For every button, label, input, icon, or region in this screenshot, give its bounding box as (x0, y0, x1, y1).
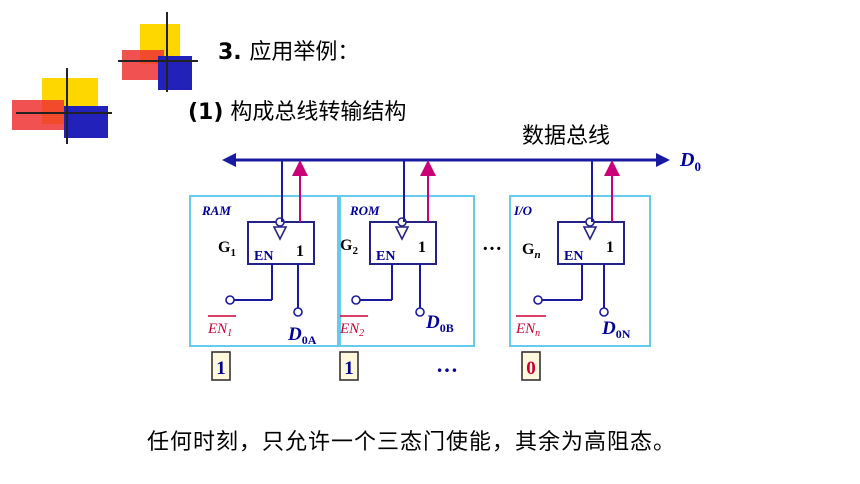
unit-ram: RAM EN 1 G1 EN1 D0A 1 (189, 160, 341, 381)
bus-label: 数据总线 (522, 124, 611, 149)
enable-terminal (351, 295, 361, 305)
gate-logic: 1 (296, 243, 304, 260)
output-signal: D0B (425, 312, 454, 335)
ellipsis-middle: … (482, 233, 502, 255)
buffer-triangle (582, 226, 598, 241)
unit-box (509, 195, 651, 347)
subtitle-number: (1) (188, 100, 224, 125)
gate-en-label: EN (254, 249, 273, 264)
gate-logic: 1 (418, 239, 426, 256)
title-text: 应用举例： (249, 40, 360, 65)
gate-name: Gn (522, 241, 541, 261)
data-terminal (415, 307, 425, 317)
ellipsis-bottom: … (436, 352, 458, 377)
gate-name: G1 (218, 239, 236, 259)
data-terminal (599, 307, 609, 317)
en-signal: ENn (515, 321, 540, 339)
enable-terminal (225, 295, 235, 305)
unit-name: I/O (513, 203, 533, 218)
unit-io: I/O EN 1 Gn ENn D0N 0 (509, 160, 651, 381)
bus-arrow-right (656, 153, 670, 167)
value-text: 0 (526, 358, 536, 379)
title-number: 3. (218, 40, 242, 65)
value-box (339, 351, 359, 381)
gate-logic: 1 (606, 239, 614, 256)
en-signal: EN2 (339, 321, 364, 339)
unit-name: RAM (201, 203, 231, 218)
gate-en-label: EN (376, 249, 395, 264)
subtitle-text: 构成总线转输结构 (230, 100, 407, 125)
page-title: 3. 应用举例： (218, 34, 359, 66)
subtitle: (1) 构成总线转输结构 (188, 94, 406, 126)
value-text: 1 (344, 358, 354, 379)
bus-signal: D0 (679, 149, 701, 174)
footer-note: 任何时刻，只允许一个三态门使能，其余为高阻态。 (147, 430, 677, 455)
value-text: 1 (216, 358, 226, 379)
enable-terminal (533, 295, 543, 305)
unit-name: ROM (349, 203, 380, 218)
data-terminal (293, 307, 303, 317)
bus-arrow-left (222, 153, 236, 167)
unit-box (189, 195, 341, 347)
value-box (521, 351, 541, 381)
gate-en-label: EN (564, 249, 583, 264)
output-signal: D0A (287, 324, 317, 347)
buffer-triangle (394, 226, 410, 241)
unit-box (337, 195, 475, 347)
gate-name: G2 (340, 237, 358, 257)
output-signal: D0N (601, 318, 631, 341)
buffer-triangle (272, 226, 288, 241)
value-box (211, 351, 231, 381)
unit-rom: ROM EN 1 G2 EN2 D0B 1 (337, 160, 475, 381)
en-signal: EN1 (207, 321, 232, 339)
